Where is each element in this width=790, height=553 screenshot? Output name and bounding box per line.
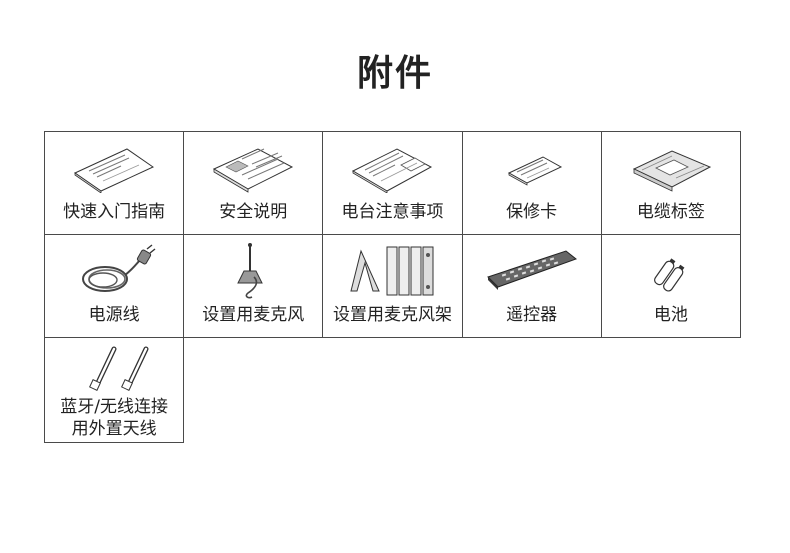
accessories-grid: 快速入门指南 安全说明 <box>44 131 745 443</box>
accessory-label: 安全说明 <box>219 202 288 222</box>
radio-notes-icon <box>323 138 461 198</box>
accessory-label: 蓝牙/无线连接 用外置天线 <box>45 396 183 440</box>
accessories-row: 电源线 设置用麦克风 <box>44 234 745 338</box>
remote-control-icon <box>463 241 601 301</box>
accessory-label: 设置用麦克风架 <box>332 305 452 325</box>
warranty-card-icon <box>463 138 601 198</box>
accessory-label: 电源线 <box>88 305 140 325</box>
accessories-row: 蓝牙/无线连接 用外置天线 <box>44 337 745 443</box>
accessory-label-line: 蓝牙/无线连接 <box>60 397 168 417</box>
quick-start-guide-icon <box>45 138 183 198</box>
accessories-row: 快速入门指南 安全说明 <box>44 131 745 235</box>
accessory-cell: 设置用麦克风架 <box>322 234 463 338</box>
accessory-label-line: 用外置天线 <box>71 419 157 439</box>
microphone-stand-icon <box>323 241 461 301</box>
accessory-cell: 蓝牙/无线连接 用外置天线 <box>44 337 185 443</box>
accessory-label: 设置用麦克风 <box>202 305 305 325</box>
accessory-label: 遥控器 <box>506 305 558 325</box>
accessory-cell: 电池 <box>600 234 741 338</box>
page-title: 附件 <box>356 53 433 94</box>
accessory-label: 快速入门指南 <box>63 202 166 222</box>
setup-microphone-icon <box>184 241 322 301</box>
accessory-cell: 保修卡 <box>461 131 602 235</box>
cable-labels-icon <box>602 138 740 198</box>
safety-instructions-icon <box>184 138 322 198</box>
accessory-cell: 安全说明 <box>183 131 324 235</box>
batteries-icon <box>602 241 740 301</box>
accessory-cell: 遥控器 <box>461 234 602 338</box>
power-cord-icon <box>45 241 183 301</box>
accessory-cell: 电台注意事项 <box>322 131 463 235</box>
accessory-label: 电池 <box>653 305 688 325</box>
antenna-icon <box>45 342 183 394</box>
accessory-cell: 电源线 <box>44 234 185 338</box>
accessory-cell: 快速入门指南 <box>44 131 185 235</box>
accessory-label: 保修卡 <box>506 202 558 222</box>
accessory-cell: 电缆标签 <box>600 131 741 235</box>
accessory-cell: 设置用麦克风 <box>183 234 324 338</box>
accessory-label: 电缆标签 <box>636 202 705 222</box>
accessory-label: 电台注意事项 <box>341 202 444 222</box>
